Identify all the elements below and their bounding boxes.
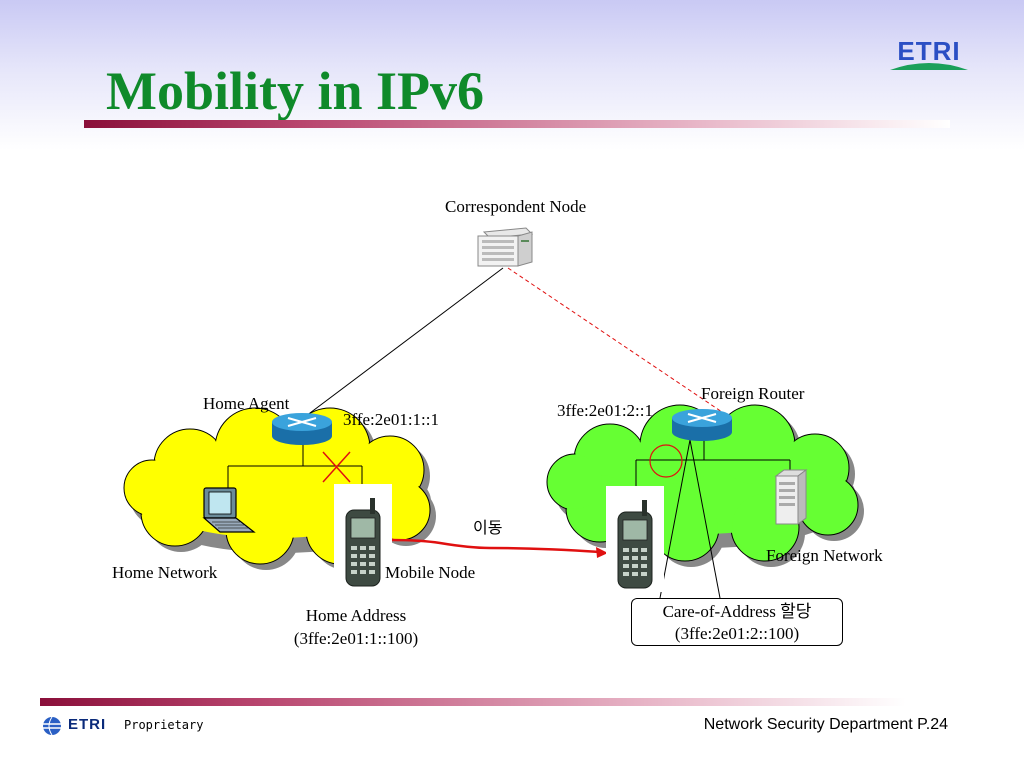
coa-label: Care-of-Address 할당 — [662, 602, 812, 621]
etri-logo: ETRI — [884, 38, 974, 76]
move-arrow — [391, 538, 601, 554]
care-of-address-callout: Care-of-Address 할당 (3ffe:2e01:2::100) — [631, 598, 843, 646]
correspondent-node-label: Correspondent Node — [445, 197, 587, 216]
laptop-icon — [202, 487, 256, 533]
footer-bar — [40, 698, 906, 706]
home-address-label: Home Address — [305, 606, 407, 625]
cn-to-foreign-router-dashed-link — [507, 267, 723, 413]
mobile-node-label: Mobile Node — [385, 563, 476, 582]
foreign-router-label: Foreign Router — [701, 384, 805, 403]
foreign-router-address-label: 3ffe:2e01:2::1 — [557, 401, 653, 420]
home-agent-router-icon — [272, 413, 332, 445]
cn-to-home-agent-link — [297, 267, 504, 423]
foreign-network-label: Foreign Network — [766, 546, 883, 565]
home-network-label: Home Network — [112, 563, 218, 582]
move-label: 이동 — [473, 518, 503, 537]
foreign-router-icon — [672, 409, 732, 441]
foreign-network-cloud — [546, 404, 864, 567]
footer-department-page: Network Security Department P.24 — [703, 716, 948, 733]
correspondent-node-server-icon — [477, 227, 534, 267]
footer-proprietary: Proprietary — [124, 718, 204, 732]
mobile-node-foreign-phone-icon — [606, 486, 664, 592]
move-arrowhead-icon — [596, 547, 608, 558]
slide-title: Mobility in IPv6 — [106, 61, 485, 121]
mobile-node-home-phone-icon — [334, 484, 392, 590]
coa-callout-lines — [659, 439, 721, 599]
disconnect-x-icon — [322, 451, 351, 483]
attachment-point-circle — [649, 444, 683, 478]
footer-brand: ETRI — [68, 716, 107, 733]
home-agent-label: Home Agent — [203, 394, 290, 413]
foreign-server-icon — [774, 469, 808, 525]
etri-globe-icon — [43, 716, 61, 736]
logo-swoosh-icon — [890, 63, 968, 70]
home-agent-address-label: 3ffe:2e01:1::1 — [343, 410, 439, 429]
title-underline — [84, 120, 950, 128]
home-address-value: (3ffe:2e01:1::100) — [293, 629, 419, 648]
coa-value: (3ffe:2e01:2::100) — [674, 624, 800, 643]
logo-text: ETRI — [897, 36, 961, 66]
